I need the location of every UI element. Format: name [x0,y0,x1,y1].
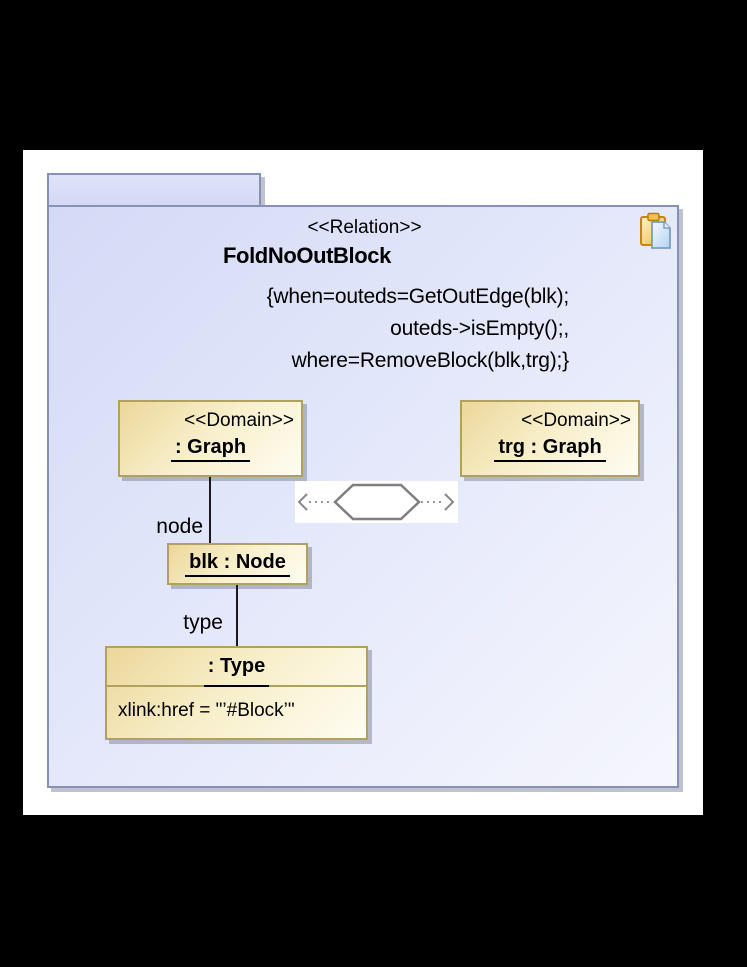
domain-name: trg : Graph [462,436,638,462]
relation-hexagon-symbol[interactable] [295,481,458,523]
constraint-line: {when=outeds=GetOutEdge(blk); [266,285,570,308]
domain-box-source[interactable]: <<Domain>> : Graph [118,400,303,477]
type-box[interactable]: : Type xlink:href = "’#Block’" [105,646,368,740]
domain-box-target[interactable]: <<Domain>> trg : Graph [460,400,640,477]
paste-icon[interactable] [638,212,676,250]
type-attribute: xlink:href = "’#Block’" [118,700,295,721]
constraint-line: where=RemoveBlock(blk,trg);} [291,349,570,372]
edge-label-node: node [156,515,203,538]
diagram-canvas: <<Relation>> FoldNoOutBlock {when=outeds… [23,150,703,815]
relation-name: FoldNoOutBlock [223,243,391,268]
edge-node-to-type[interactable] [236,585,238,646]
constraint-line: outeds->isEmpty();, [390,317,569,340]
edge-label-type: type [183,611,223,634]
relation-constraints: {when=outeds=GetOutEdge(blk); outeds->is… [266,281,570,377]
edge-graph-to-node[interactable] [209,477,211,543]
node-name: blk : Node [185,551,290,577]
domain-stereotype: <<Domain>> [521,410,631,431]
node-box-blk[interactable]: blk : Node [167,543,308,585]
domain-name: : Graph [120,436,301,462]
type-name: : Type [107,648,366,687]
relation-frame[interactable]: <<Relation>> FoldNoOutBlock {when=outeds… [47,205,679,788]
relation-stereotype: <<Relation>> [307,217,422,238]
domain-stereotype: <<Domain>> [184,410,294,431]
relation-frame-tab[interactable] [47,173,261,207]
